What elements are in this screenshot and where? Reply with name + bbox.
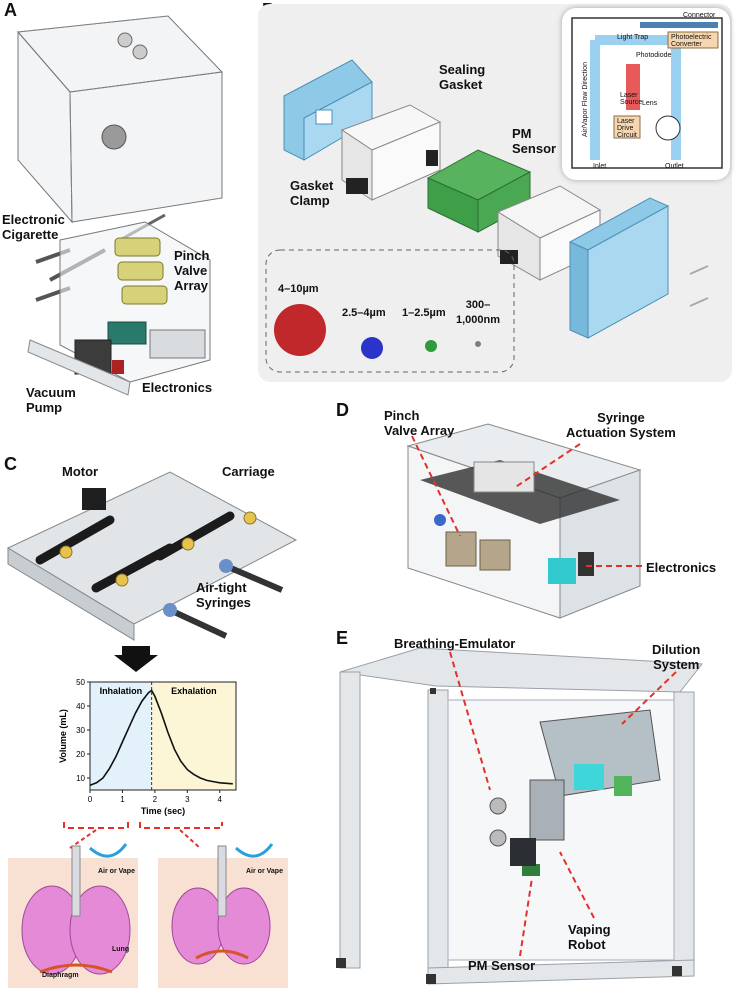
panel-letter-d: D — [336, 400, 349, 420]
chart-xtick-label-0: 0 — [88, 795, 93, 804]
inset-inlet: Inlet — [593, 163, 607, 170]
inset-laser-source: Laser Source — [620, 92, 643, 106]
particle-large — [274, 304, 326, 356]
inset-photoelectric-converter: Photoelectric Converter — [671, 34, 712, 48]
label-lung: Lung — [112, 946, 130, 953]
label-pm-sensor-b: PM Sensor — [512, 126, 557, 156]
chart-region-label-0: Inhalation — [100, 686, 143, 696]
label-vacuum-pump: Vacuum Pump — [26, 385, 76, 415]
chart-xtick-label-3: 3 — [185, 795, 190, 804]
label-syringe-actuation: Syringe Actuation System — [566, 410, 676, 440]
label-pinch-valve-array-d: Pinch Valve Array — [384, 408, 455, 438]
chart-ylabel: Volume (mL) — [58, 709, 68, 763]
inset-photodiode: Photodiode — [636, 52, 672, 59]
label-electronics-d: Electronics — [646, 560, 717, 575]
panel-letter-e: E — [336, 628, 349, 648]
label-vaping-robot: Vaping Robot — [568, 922, 611, 952]
chart-region-label-1: Exhalation — [171, 686, 217, 696]
label-electronic-cigarette: Electronic Cigarette — [2, 212, 65, 242]
particle-label-3: 1–2.5µm — [402, 307, 446, 319]
label-pinch-valve-array-a: Pinch Valve Array — [174, 248, 210, 293]
chart-xtick-label-2: 2 — [153, 795, 158, 804]
label-air-or-vape-1: Air or Vape — [98, 868, 135, 875]
label-breathing-emulator: Breathing-Emulator — [394, 636, 516, 651]
label-diaphragm: Diaphragm — [42, 972, 79, 979]
chart-xlabel: Time (sec) — [141, 806, 185, 816]
chart-series-line-0 — [89, 689, 233, 786]
label-electronics-a: Electronics — [142, 380, 213, 395]
breathing-volume-chart: Inhalation Exhalation 0 1 2 3 4 10 20 30 40 50Time … — [58, 678, 237, 816]
chart-xtick-label-4: 4 — [218, 795, 223, 804]
label-dilution-system: Dilution System — [652, 642, 701, 672]
inset-laser-drive-circuit: Laser Drive Circuit — [617, 118, 637, 139]
inset-light-trap: Light Trap — [617, 34, 649, 41]
chart-region-0 — [90, 682, 152, 790]
inset-outlet: Outlet — [665, 163, 684, 170]
label-air-tight-syringes: Air-tight Syringes — [196, 580, 251, 610]
chart-ytick-label-0: 10 — [76, 774, 85, 783]
chart-frame — [89, 681, 237, 791]
label-motor: Motor — [62, 464, 99, 479]
chart-ytick-label-1: 20 — [76, 750, 85, 759]
particle-label-1: 4–10µm — [278, 283, 319, 295]
chart-region-1 — [151, 682, 236, 790]
particle-label-4: 300– 1,000nm — [456, 299, 501, 326]
particle-tiny — [475, 341, 481, 347]
chart-ytick-label-4: 50 — [76, 678, 85, 687]
lung-diagram-inhalation — [8, 843, 138, 988]
label-carriage: Carriage — [222, 464, 275, 479]
panel-letter-c: C — [4, 454, 17, 474]
inset-connector: Connector — [683, 12, 716, 19]
label-sealing-gasket: Sealing Gasket — [439, 62, 486, 92]
particle-medium — [361, 337, 383, 359]
label-pm-sensor-e: PM Sensor — [468, 958, 536, 973]
inset-lens: Lens — [642, 100, 658, 107]
label-gasket-clamp: Gasket Clamp — [290, 178, 334, 208]
particle-label-2: 2.5–4µm — [342, 307, 386, 319]
chart-ytick-label-3: 40 — [76, 702, 85, 711]
label-air-or-vape-2: Air or Vape — [246, 868, 283, 875]
chart-ytick-label-2: 30 — [76, 726, 85, 735]
panel-letter-a: A — [4, 0, 17, 20]
lung-diagram-exhalation — [158, 843, 288, 988]
particle-small — [425, 340, 437, 352]
chart-xtick-label-1: 1 — [120, 795, 125, 804]
